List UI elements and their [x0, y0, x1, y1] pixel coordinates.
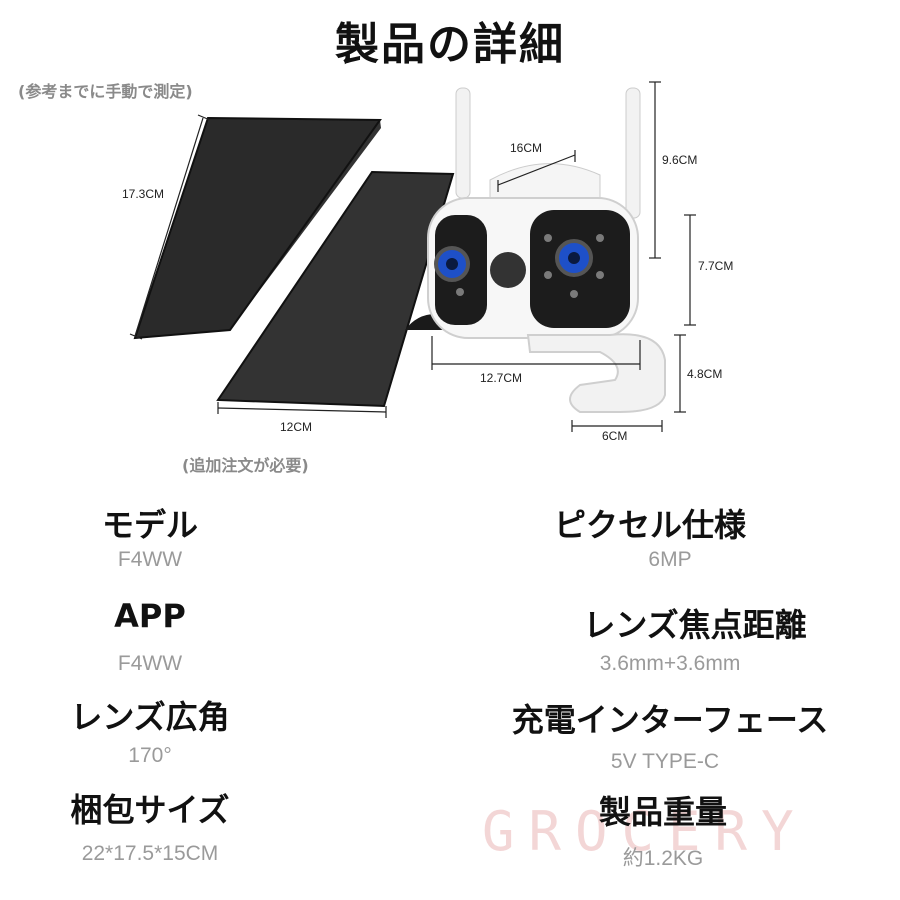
spec-app-value: F4WW	[117, 652, 183, 675]
spec-pixel-label: ピクセル仕様	[553, 506, 746, 544]
spec-focal-value: 3.6mm+3.6mm	[599, 652, 741, 675]
spec-app-label: APP	[114, 597, 186, 635]
dim-mount-width: 6CM	[602, 429, 628, 443]
dim-body-height: 7.7CM	[698, 259, 734, 273]
watermark: GROCERY	[482, 800, 808, 863]
spec-wide-value: 170°	[128, 744, 172, 767]
antenna-right	[625, 87, 641, 219]
order-note: (追加注文が必要)	[182, 456, 309, 475]
measure-note: (参考までに手動で測定)	[18, 82, 193, 101]
dim-panel-height: 17.3CM	[122, 187, 165, 201]
camera-top-housing	[489, 163, 601, 206]
spec-weight-value: 約1.2KG	[622, 847, 704, 870]
spec-weight-label: 製品重量	[598, 793, 727, 831]
spec-package-label: 梱包サイズ	[70, 791, 230, 829]
spec-model-label: モデル	[101, 506, 198, 544]
solar-panel-back	[133, 116, 382, 340]
spec-package-value: 22*17.5*15CM	[81, 842, 219, 865]
antenna-left	[455, 87, 471, 199]
dim-body-width: 12.7CM	[480, 371, 523, 385]
dim-antenna-height: 9.6CM	[662, 153, 698, 167]
spec-focal-label: レンズ焦点距離	[583, 606, 807, 644]
spec-wide-label: レンズ広角	[70, 698, 230, 736]
dim-mount-height: 4.8CM	[687, 367, 723, 381]
dim-panel-width: 12CM	[280, 420, 313, 434]
wall-mount	[526, 333, 666, 413]
dim-camera-top: 16CM	[510, 141, 543, 155]
product-illustration	[129, 81, 696, 432]
page-title: 製品の詳細	[335, 19, 565, 70]
spec-pixel-value: 6MP	[648, 548, 692, 571]
spec-charge-value: 5V TYPE-C	[610, 750, 720, 773]
solar-panel-front	[216, 170, 455, 408]
spec-charge-label: 充電インターフェース	[511, 701, 829, 739]
spec-model-value: F4WW	[117, 548, 183, 571]
center-sensor-icon	[490, 252, 526, 288]
dimension-lines	[129, 81, 696, 432]
